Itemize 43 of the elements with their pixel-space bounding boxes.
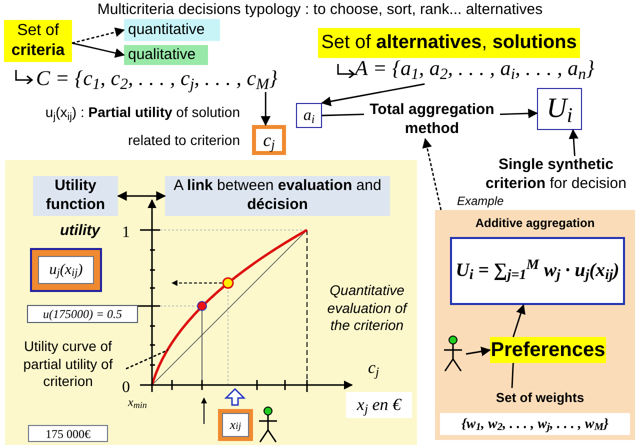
example-caption: Example [457, 193, 504, 210]
arrow [512, 304, 526, 338]
synthetic-criterion-text: Single synthetic criterion for decision [478, 156, 634, 194]
weights-set-formula: {w$_{1}$, w$_{2}$, . . . , w$_{j}$, . . . , w$_{M}$} [440, 413, 630, 435]
amount-box: 175 000€ [28, 425, 108, 442]
criteria-set-formula: C = {c$_{1}$, c$_{2}$, . . . , c$_{j}$, . . . , c$_{M}$} [36, 66, 294, 92]
arrow [500, 108, 538, 118]
arrow [72, 27, 125, 44]
criterion-label: c$_{j}$ [368, 357, 380, 380]
partial-utility-box: u$_{j}$(x$_{ij}$) [30, 248, 102, 292]
link-box: A link between evaluation and décision [165, 176, 390, 216]
alternative-box: a$_{i}$ [296, 103, 322, 128]
axis-label: utility [60, 221, 102, 241]
panel-heading: Additive aggregation [474, 215, 596, 232]
criteria-box: Set of criteria [4, 20, 72, 62]
utility-panel [5, 160, 417, 445]
quantitative-box: quantitative [124, 19, 220, 41]
evaluation-box: x$_{ij}$ [218, 409, 253, 441]
partial-utility-caption: u$_{j}$(x$_{ij}$) : Partial utility of solution related to criterion [44, 103, 240, 150]
arrow [260, 92, 270, 126]
tick-label: 0 [122, 378, 131, 398]
preferences-box: Preferences [490, 337, 606, 363]
qualitative-box: qualitative [124, 45, 208, 65]
leader-line [126, 349, 168, 370]
arrow [72, 42, 125, 58]
alternatives-box: Set of alternatives, solutions [318, 28, 580, 58]
aggregation-method-text: Total aggregation method [364, 101, 500, 139]
sum-formula-box: U$_{i}$ = ∑$_{j=1}$$^{M}$ w$_{j}$ · u$_{j}$(x$_{ij}$) [450, 237, 625, 305]
arrow [466, 346, 491, 356]
value-box: u(175000) = 0.5 [27, 305, 138, 323]
tick-label: 1 [122, 223, 131, 243]
arrow [422, 138, 442, 210]
utility-function-box: Utility function [33, 176, 118, 216]
utility-box: U$_{i}$ [537, 88, 582, 130]
weights-text: Set of weights [470, 388, 610, 412]
axis-caption: Quantitative evaluation of the criterion [326, 282, 409, 334]
arrow [568, 129, 578, 156]
title: Multicriteria decisions typology : to choose, sort, rank... alternatives [96, 0, 544, 20]
tick-label: x$_{min}$ [128, 394, 148, 411]
arrow [321, 83, 425, 106]
axis-label: x$_{j}$ en € [346, 392, 412, 418]
criterion-box: c$_{j}$ [252, 125, 286, 155]
arrow [117, 191, 166, 201]
